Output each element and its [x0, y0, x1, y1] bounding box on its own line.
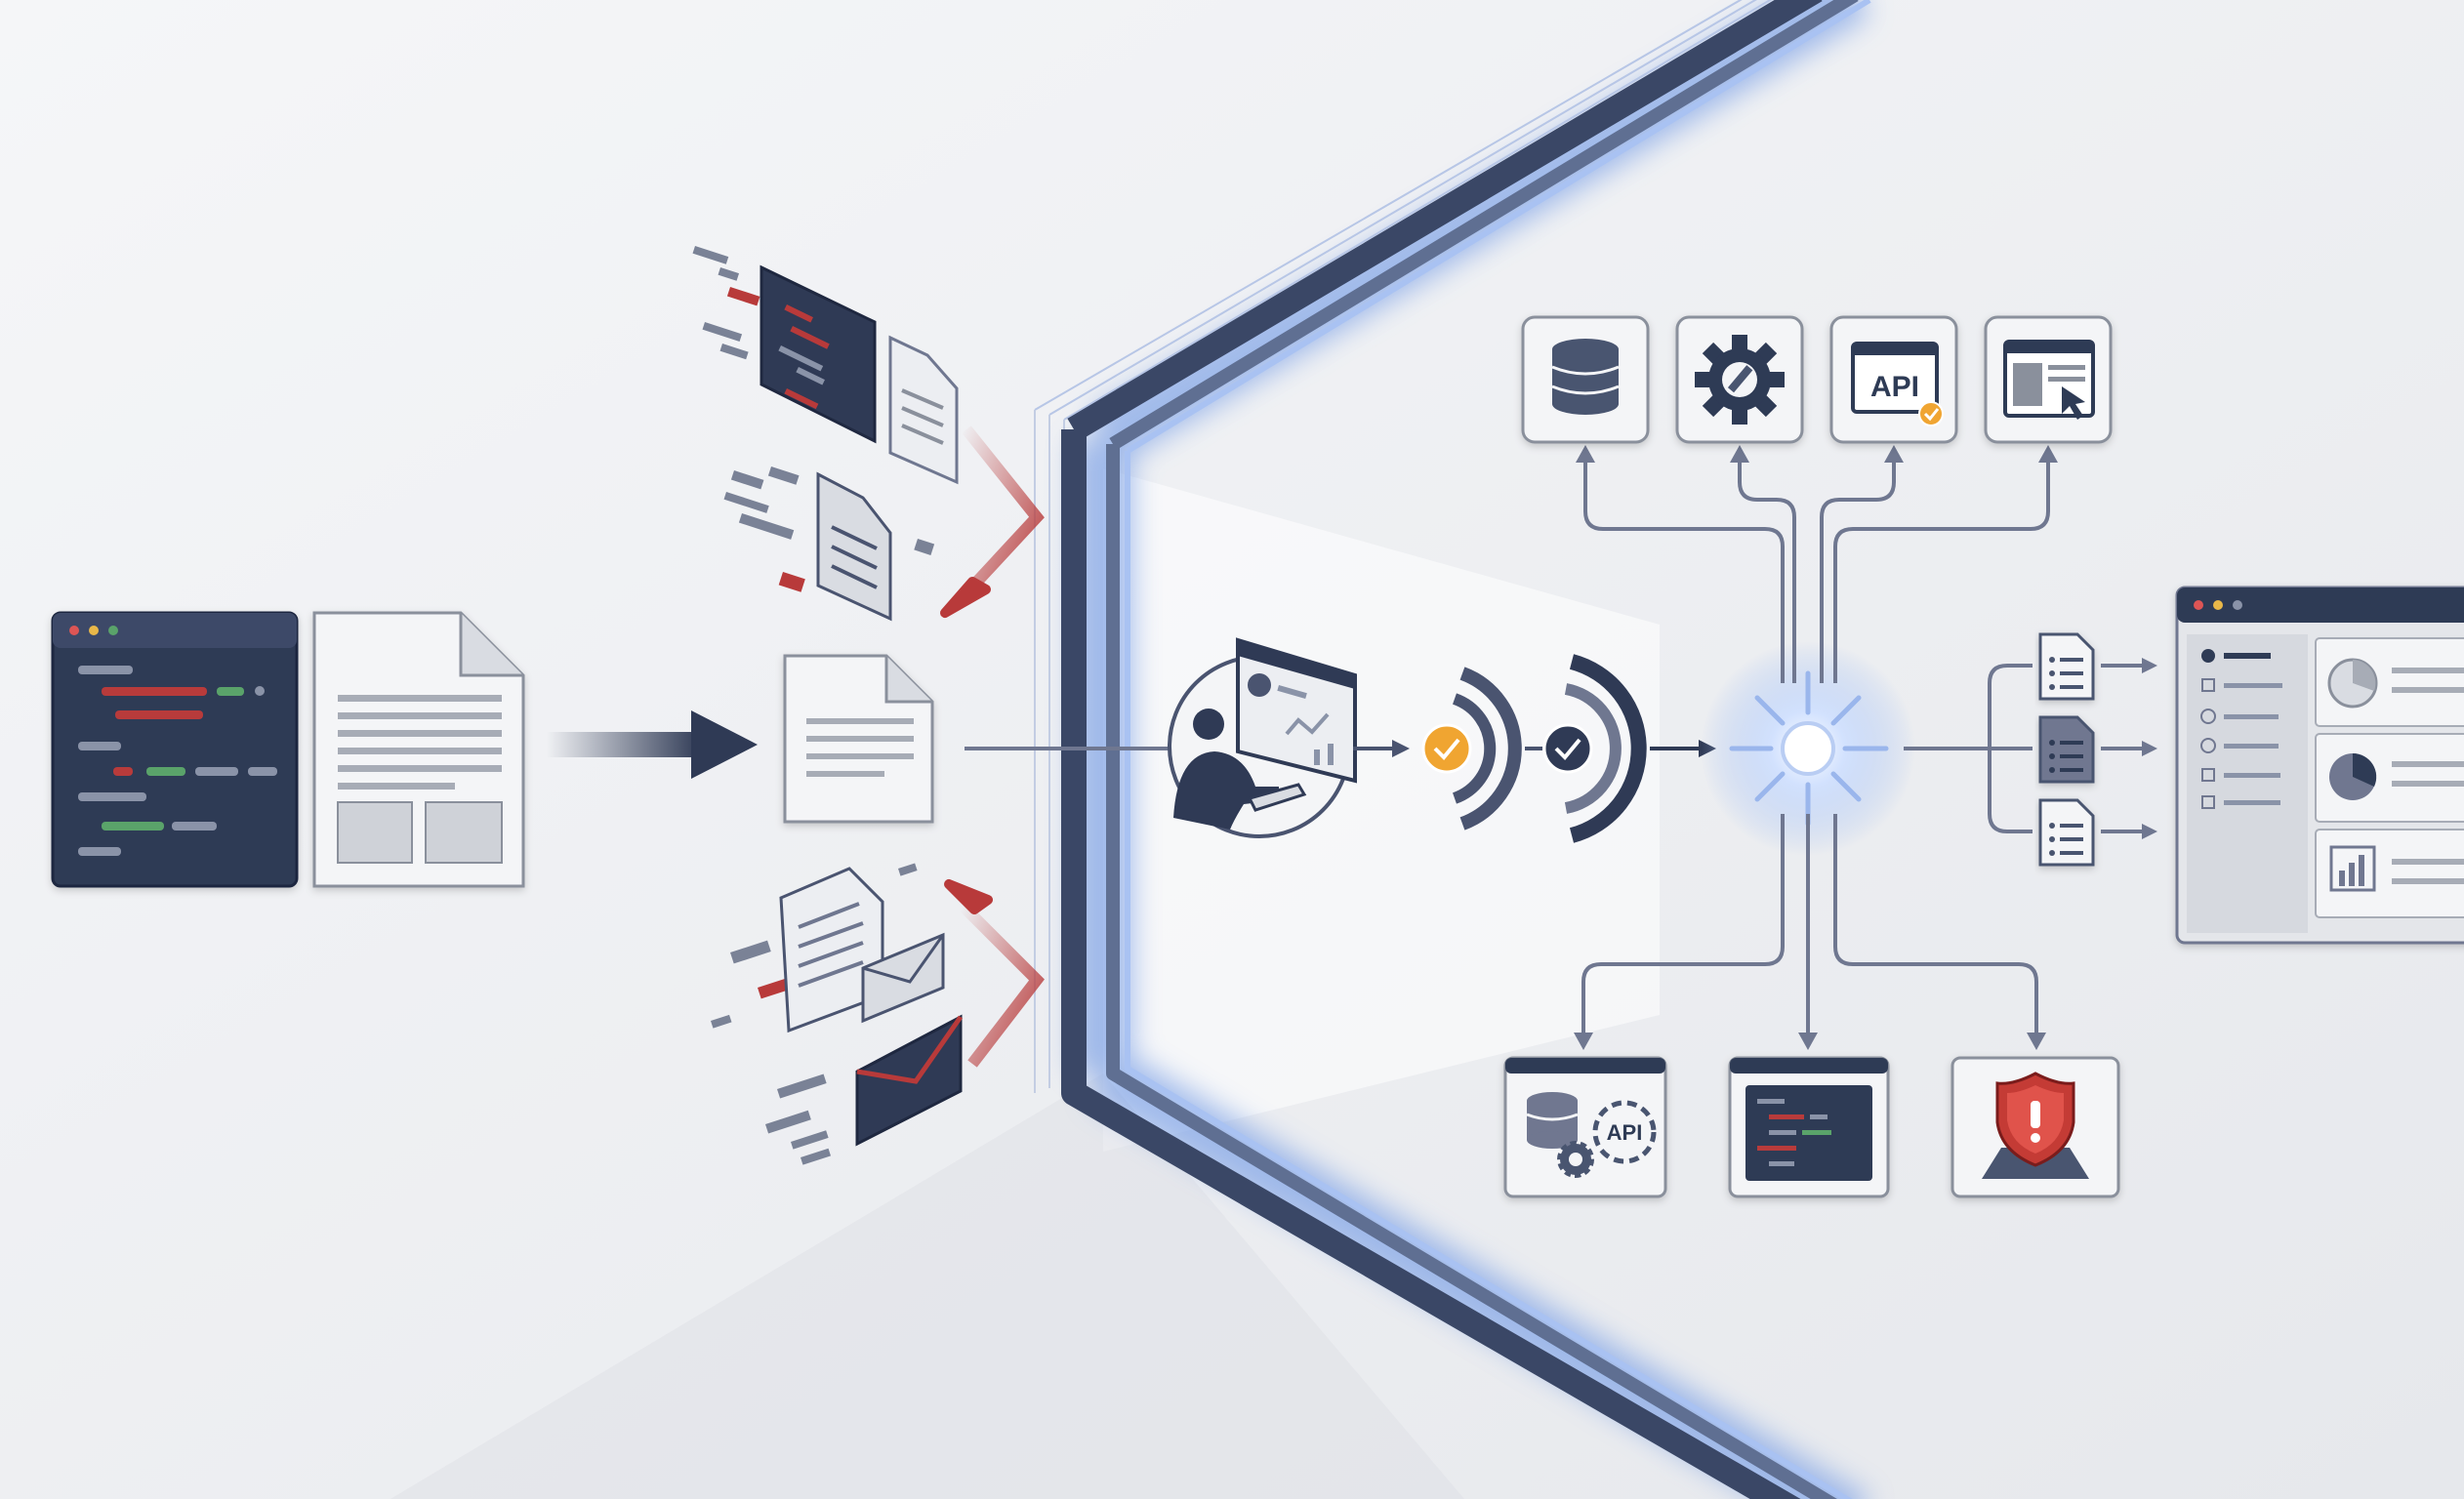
- terminal-code-icon: [1728, 1056, 1890, 1198]
- check-badge-icon: [1421, 667, 1522, 831]
- api-icon-label: API: [1870, 371, 1919, 403]
- branch-arrowheads-top: [1576, 445, 2058, 463]
- text-document-icon: [312, 611, 525, 888]
- deflected-top-cluster: [692, 246, 1045, 622]
- red-envelope-icon: [855, 1014, 964, 1147]
- input-arrow: [547, 710, 758, 779]
- deflect-arrow-top: [958, 425, 1045, 602]
- deflected-bottom-cluster: [711, 863, 1045, 1165]
- person-at-dashboard-icon: [1168, 637, 1357, 838]
- branch-arrowheads-bottom: [1574, 1033, 2046, 1050]
- deflect-arrow-top-head: [940, 577, 991, 618]
- code-snippet-icon: [760, 264, 877, 444]
- deflect-arrow-bottom-head: [944, 879, 993, 914]
- browser-cursor-icon: [1984, 315, 2113, 444]
- deflect-arrow-bottom: [958, 901, 1045, 1068]
- output-arrowheads: [2101, 658, 2157, 839]
- security-shield-alert-icon: [1951, 1056, 2120, 1198]
- api-icon: API: [1829, 315, 1958, 444]
- code-editor-window-icon: [51, 611, 299, 888]
- hub-glow: [1701, 641, 1915, 856]
- branches-top: [1583, 457, 2050, 683]
- gear-wrench-icon: [1675, 315, 1804, 444]
- document-icon: [888, 335, 959, 485]
- incoming-document-icon: [783, 654, 934, 824]
- checklist-document-icon: [2038, 715, 2095, 784]
- floor-shade: [390, 1074, 1464, 1499]
- light-beam: [1103, 468, 1660, 1152]
- database-icon: [1521, 315, 1650, 444]
- document-icon: [816, 471, 892, 622]
- api-small-label: API: [1607, 1120, 1643, 1145]
- document-icon: [779, 867, 884, 1033]
- email-envelope-icon: [861, 932, 945, 1024]
- checklist-document-icon: [2038, 632, 2095, 701]
- database-api-gear-icon: API: [1503, 1056, 1667, 1198]
- dashboard-app-window-icon: [2175, 586, 2464, 945]
- checklist-document-icon: [2038, 798, 2095, 867]
- branches-bottom: [1581, 814, 2038, 1036]
- output-branches: [1972, 664, 2116, 833]
- check-badge-icon: [1542, 654, 1647, 843]
